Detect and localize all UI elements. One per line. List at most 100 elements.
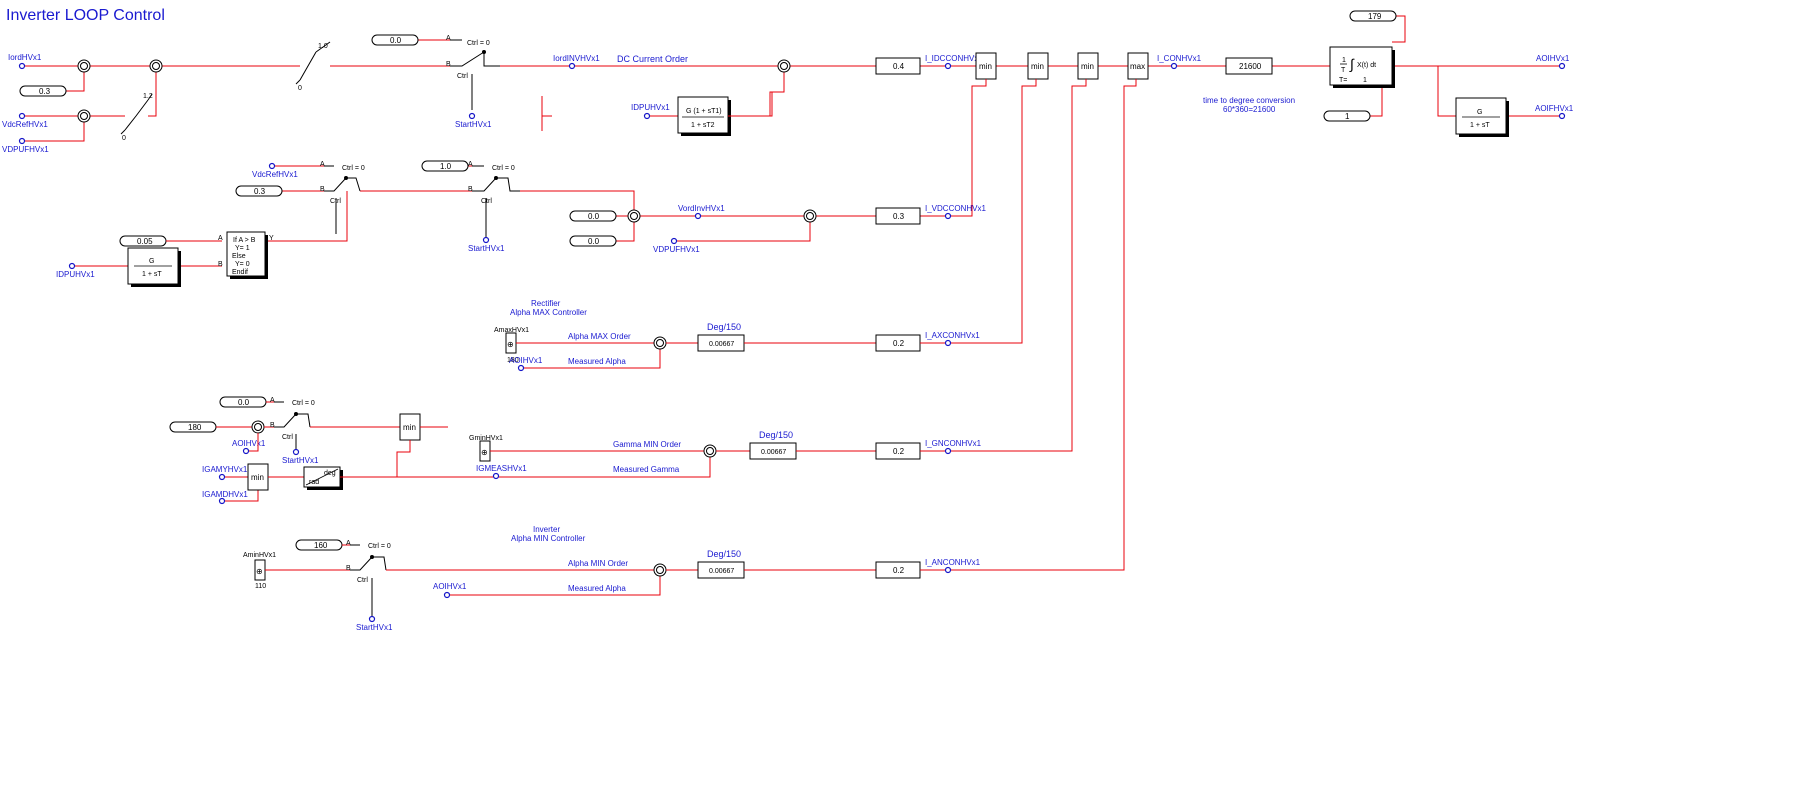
lead-lag-den: 1 + sT2: [691, 122, 715, 129]
ifblock-b: B: [218, 261, 223, 268]
label-igamy: IGAMYHVx1: [202, 465, 248, 474]
node-aoi[interactable]: [517, 364, 525, 372]
gain-0-3[interactable]: [875, 207, 921, 225]
annotation-measured-alpha: Measured Alpha: [568, 357, 626, 366]
integrator-num: 1: [1342, 57, 1346, 64]
const-0-0-a-value: 0.0: [390, 36, 402, 45]
label-idpuh: IDPUHVx1: [631, 103, 670, 112]
ifblock-l3: Else: [232, 253, 246, 260]
switch-2-a: A: [320, 161, 325, 168]
limiter-block-1[interactable]: [295, 41, 331, 85]
max-label: max: [1130, 62, 1145, 71]
node-ancon[interactable]: [944, 566, 952, 574]
const-1-0-value: 1.0: [440, 162, 452, 171]
switch-block-4[interactable]: [274, 401, 311, 450]
node-igamd[interactable]: [218, 497, 226, 505]
limiter-block-2[interactable]: [120, 93, 153, 135]
label-igamd: IGAMDHVx1: [202, 490, 248, 499]
max-block[interactable]: [1127, 52, 1149, 80]
node-igamy[interactable]: [218, 473, 226, 481]
node-idpuh-2[interactable]: [68, 262, 76, 270]
switch-2-ctrl-eq: Ctrl = 0: [342, 165, 365, 172]
node-igmeas[interactable]: [492, 472, 500, 480]
if-compare-block[interactable]: [226, 231, 266, 277]
node-gncon[interactable]: [944, 447, 952, 455]
annotation-inverter: Inverter: [533, 525, 560, 534]
node-start-3[interactable]: [292, 448, 300, 456]
lead-lag-block[interactable]: [677, 96, 729, 134]
gain-21600-value: 21600: [1239, 62, 1262, 71]
const-1-0[interactable]: [421, 160, 469, 172]
node-axcon[interactable]: [944, 339, 952, 347]
node-aoi-2[interactable]: [242, 447, 250, 455]
const-0-3[interactable]: [19, 85, 67, 97]
node-iordnv[interactable]: [568, 62, 576, 70]
node-start-2[interactable]: [482, 236, 490, 244]
switch-1-ctrl-eq: Ctrl = 0: [467, 40, 490, 47]
min-block-3[interactable]: [1077, 52, 1099, 80]
const-1[interactable]: [1323, 110, 1371, 122]
switch-1-ctrl: Ctrl: [457, 73, 468, 80]
switch-3-b: B: [468, 186, 473, 193]
node-aoi-3[interactable]: [443, 591, 451, 599]
node-vdcref[interactable]: [18, 112, 26, 120]
node-idccon[interactable]: [944, 62, 952, 70]
min-igam-label: min: [251, 473, 264, 482]
node-out-aoif[interactable]: [1558, 112, 1566, 120]
diagram-title: Inverter LOOP Control: [6, 7, 165, 24]
switch-block-3[interactable]: [472, 165, 520, 240]
switch-block-2[interactable]: [324, 165, 361, 234]
const-0-3-b[interactable]: [235, 185, 283, 197]
node-vdcref-2[interactable]: [268, 162, 276, 170]
label-axcon: I_AXCONHVx1: [925, 331, 980, 340]
label-aoi-3: AOIHVx1: [433, 582, 467, 591]
integrator-t: T=: [1339, 77, 1347, 84]
limiter-2-lo: 0: [122, 135, 126, 142]
node-start-1[interactable]: [468, 112, 476, 120]
node-vdccon[interactable]: [944, 212, 952, 220]
label-out-aoif: AOIFHVx1: [1535, 104, 1574, 113]
const-1-value: 1: [1345, 112, 1350, 121]
gain-0-2-b-value: 0.2: [893, 447, 905, 456]
switch-block-5[interactable]: [350, 544, 387, 616]
amax-knob-value: 180: [507, 357, 519, 364]
gain-deg150-c-value: 0.00667: [709, 568, 734, 575]
node-vdpufh[interactable]: [18, 137, 26, 145]
min-3-label: min: [1081, 62, 1094, 71]
switch-5-a: A: [346, 540, 351, 547]
limiter-1-hi: 1.0: [318, 43, 328, 50]
node-idpuh[interactable]: [643, 112, 651, 120]
const-0-3-b-value: 0.3: [254, 187, 266, 196]
switch-block-1[interactable]: [450, 39, 500, 110]
node-start-4[interactable]: [368, 615, 376, 623]
gain-21600[interactable]: [1225, 57, 1273, 75]
label-start-1: StartHVx1: [455, 120, 492, 129]
node-vordinv[interactable]: [694, 212, 702, 220]
min-block-2[interactable]: [1027, 52, 1049, 80]
lag-filter-block[interactable]: [1455, 97, 1507, 135]
node-iord[interactable]: [18, 62, 26, 70]
integrator-t-value: 1: [1363, 77, 1367, 84]
const-0-0-a[interactable]: [371, 34, 419, 46]
switch-5-ctrl: Ctrl: [357, 577, 368, 584]
gain-0-4[interactable]: [875, 57, 921, 75]
gain-0-2-c-value: 0.2: [893, 566, 905, 575]
node-out-aoi[interactable]: [1558, 62, 1566, 70]
ifblock-l2: Y= 1: [235, 245, 250, 252]
const-0-0-b[interactable]: [569, 210, 617, 222]
integrator-block[interactable]: [1329, 46, 1393, 86]
gain-deg150-a-value: 0.00667: [709, 341, 734, 348]
switch-2-b: B: [320, 186, 325, 193]
label-vdccon: I_VDCCONHVx1: [925, 204, 986, 213]
node-vdpufh-2[interactable]: [670, 237, 678, 245]
switch-4-ctrl-eq: Ctrl = 0: [292, 400, 315, 407]
node-con[interactable]: [1170, 62, 1178, 70]
ifblock-y: Y: [269, 235, 274, 242]
knob-icon: ⊕: [507, 340, 514, 349]
const-0-0-c[interactable]: [569, 235, 617, 247]
const-179[interactable]: [1349, 10, 1397, 22]
const-0-05-value: 0.05: [137, 237, 153, 246]
annotation-alpha-max-order: Alpha MAX Order: [568, 332, 631, 341]
annotation-measured-gamma: Measured Gamma: [613, 465, 680, 474]
label-amin: AminHVx1: [243, 552, 276, 559]
